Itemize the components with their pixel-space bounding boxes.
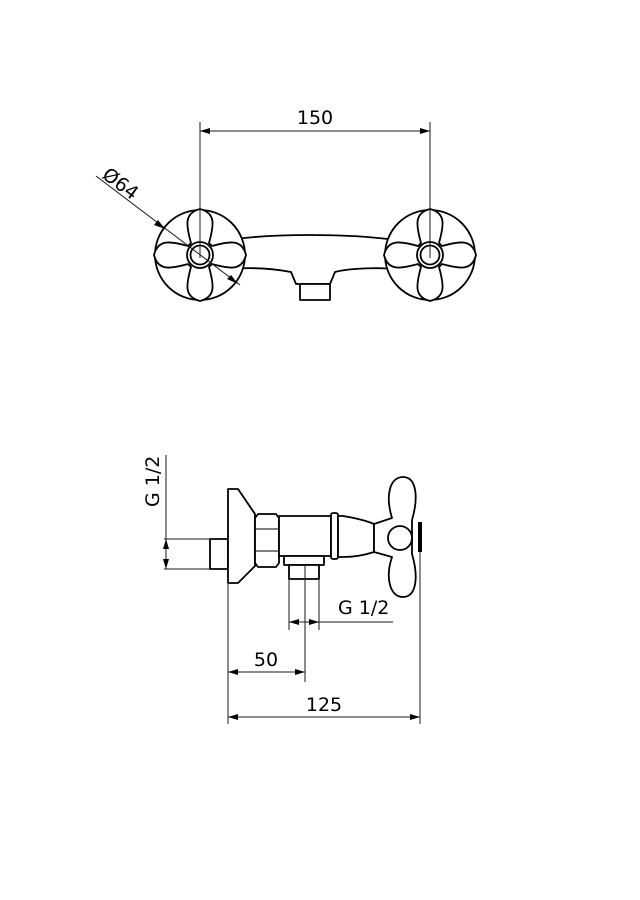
dimension-label-50: 50 [254,649,278,671]
dimension-label-150: 150 [297,107,333,129]
handle-hub [387,525,413,551]
inlet-pipe [209,538,229,570]
arrowhead [295,669,305,675]
arrowhead [163,559,169,569]
outlet-collar [283,555,325,566]
arrowhead [420,128,430,134]
arrowhead [309,619,319,625]
dimension-label-125: 125 [306,694,342,716]
valve-body [278,515,332,557]
bonnet [337,515,375,558]
arrowhead [200,128,210,134]
front-view: 150 Ø64 [95,107,477,302]
arrowhead [228,669,238,675]
arrowhead [410,714,420,720]
arrowhead [228,714,238,720]
outlet-thread [288,564,320,580]
side-view: G 1/2 G 1/2 50 125 [142,455,422,724]
mixer-body [204,234,421,285]
bonnet-ring [330,512,339,560]
dimension-label-inlet-thread: G 1/2 [142,456,164,507]
handle-cap [418,522,422,552]
outlet-nipple [299,283,331,301]
hex-nut [254,513,280,568]
dimension-label-diameter: Ø64 [98,163,142,204]
arrowhead [154,220,165,229]
arrowhead [227,275,238,284]
arrowhead [289,619,299,625]
dimension-label-outlet-thread: G 1/2 [338,597,389,619]
diameter-leader-line [95,175,241,286]
arrowhead [163,539,169,549]
wall-rosette [227,488,256,584]
